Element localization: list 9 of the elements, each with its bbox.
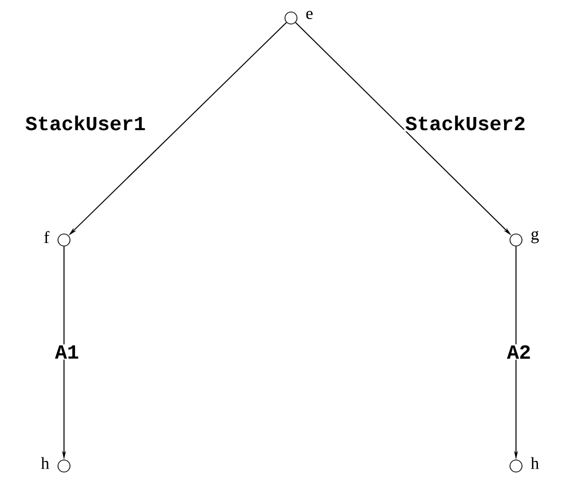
node-label: g — [531, 230, 539, 244]
edge-label: A1 — [54, 344, 80, 360]
edge-label: StackUser1 — [24, 114, 147, 132]
node-label: h — [530, 457, 539, 469]
node-label: e — [306, 10, 313, 20]
edge-label: A2 — [506, 344, 532, 360]
node-label: h — [41, 457, 50, 469]
edge-label: StackUser2 — [404, 114, 527, 132]
node-label: f — [44, 230, 50, 243]
